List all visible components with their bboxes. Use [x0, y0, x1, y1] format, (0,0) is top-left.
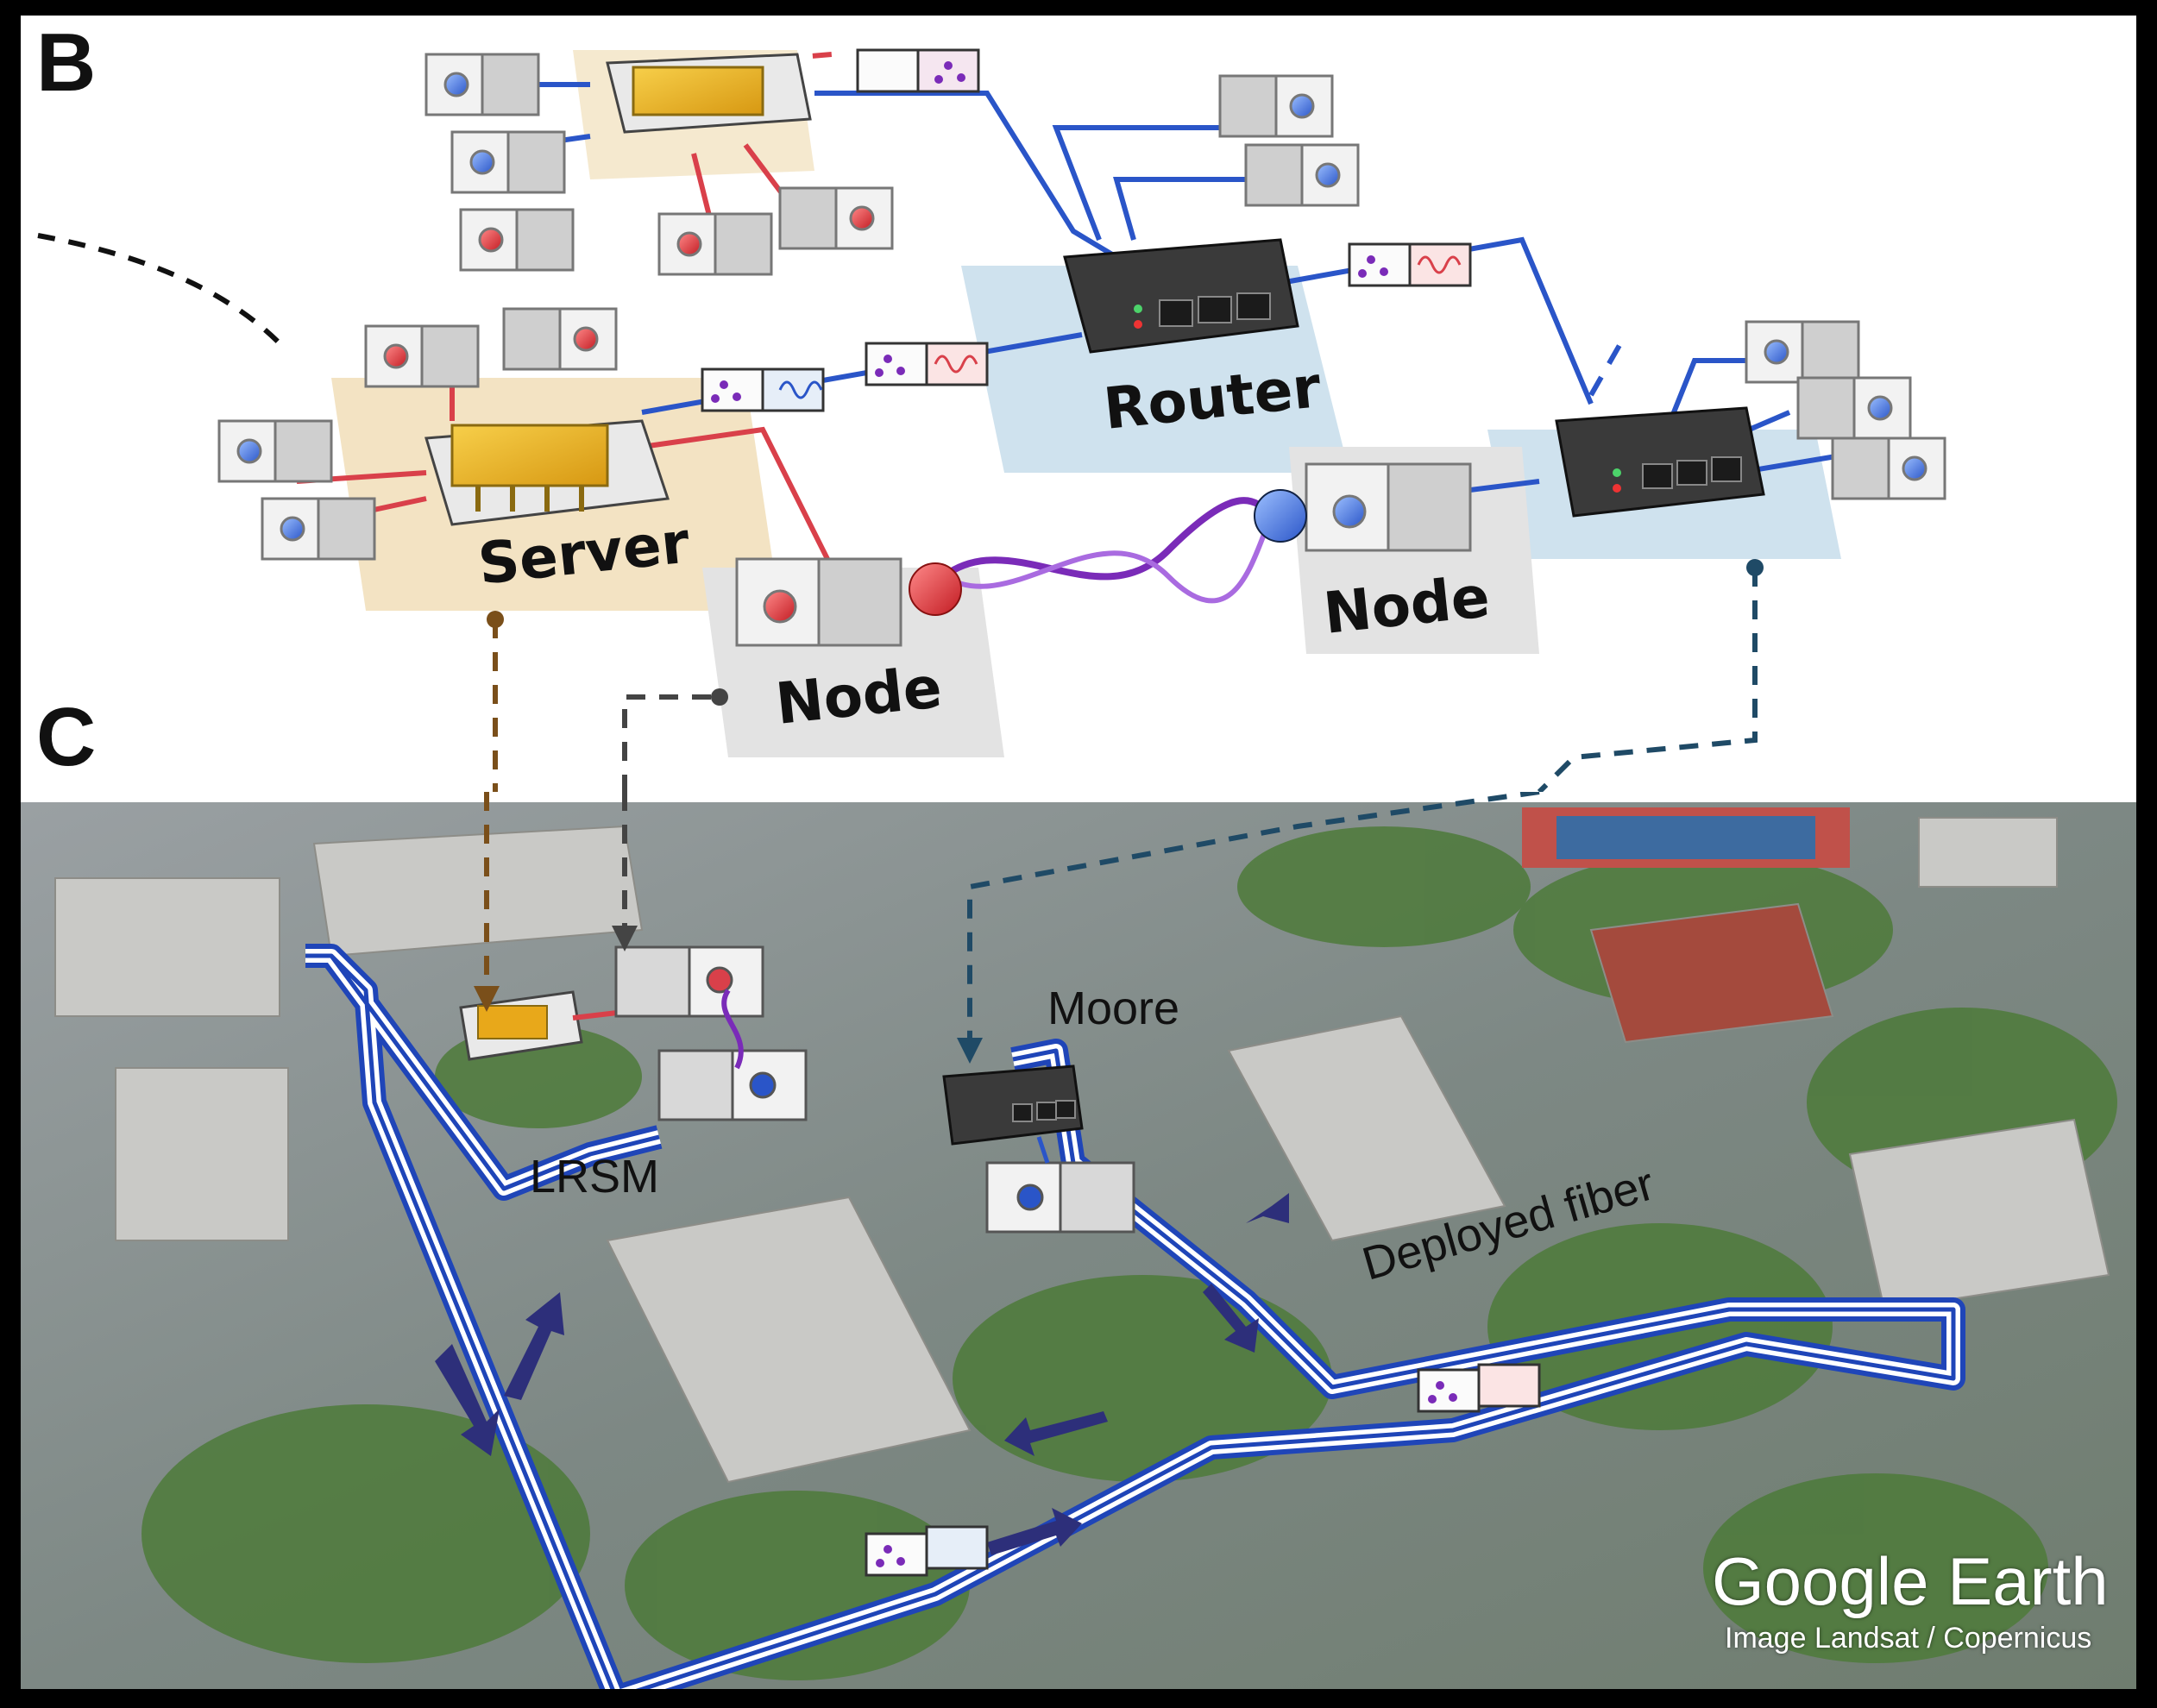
panel-c-campus-map: Moore LRSM Deployed fiber Google Earth I…	[21, 792, 2136, 1689]
aerial-map-graphic	[21, 792, 2136, 1689]
moore-label: Moore	[1047, 983, 1180, 1034]
image-credit-watermark: Image Landsat / Copernicus	[1725, 1622, 2092, 1655]
server-chip-icon	[424, 53, 812, 526]
google-earth-watermark: Google Earth	[1712, 1543, 2109, 1619]
panel-c-letter: C	[36, 691, 97, 783]
direction-arrow-icon	[435, 1193, 1289, 1555]
entanglement-icon	[909, 489, 1307, 616]
lrsm-label: LRSM	[530, 1151, 660, 1203]
panel-b-network-schematic: B Server Router Node Node	[21, 16, 2136, 792]
router-icon	[1063, 238, 1765, 518]
panel-b-letter: B	[36, 16, 97, 109]
network-schematic-graphic	[37, 48, 1946, 792]
